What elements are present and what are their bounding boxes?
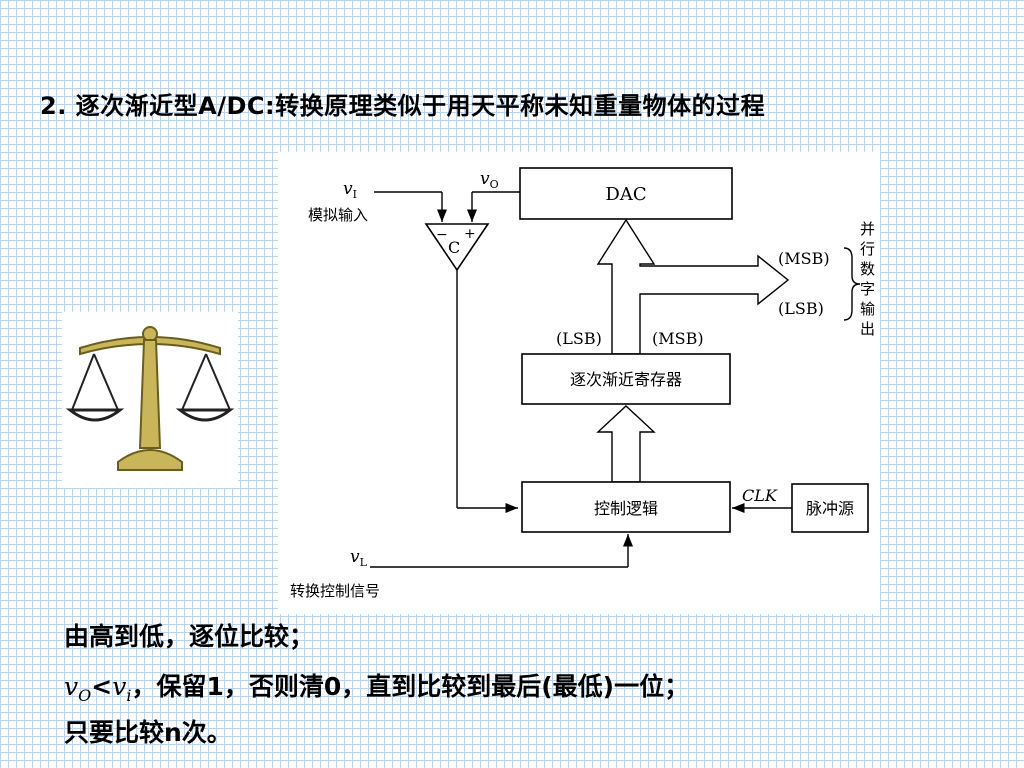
parallel-output-label: 并 行 数 字 输 出 xyxy=(860,220,875,338)
svg-text:出: 出 xyxy=(860,320,875,338)
comparator-plus: + xyxy=(464,226,476,242)
comparator-label: C xyxy=(448,238,460,257)
vl-label: vL xyxy=(350,547,368,569)
svg-text:并: 并 xyxy=(860,220,875,238)
msb-register-label: (MSB) xyxy=(652,329,704,348)
output-brace xyxy=(843,247,861,321)
svg-text:数: 数 xyxy=(860,260,875,278)
bus-arrow xyxy=(596,218,790,355)
note-line-2-rest: ，保留1，否则清0，直到比较到最后(最低)一位； xyxy=(131,672,690,701)
sar-register-label: 逐次渐近寄存器 xyxy=(570,370,682,389)
vi-caption: 模拟输入 xyxy=(308,206,368,224)
dac-label: DAC xyxy=(605,184,646,205)
vi-label: vI xyxy=(343,179,357,201)
less-than: < xyxy=(91,672,113,701)
note-line-3: 只要比较n次。 xyxy=(64,718,232,747)
note-line-1: 由高到低，逐位比较； xyxy=(64,622,315,651)
lsb-out-label: (LSB) xyxy=(778,299,824,318)
balance-scale-icon xyxy=(62,312,238,488)
vi-symbol: vi xyxy=(112,672,132,705)
lsb-register-label: (LSB) xyxy=(556,329,602,348)
sar-register-block xyxy=(521,353,731,405)
clk-label: CLK xyxy=(742,486,778,505)
slide-heading: 2. 逐次渐近型A/DC:转换原理类似于用天平称未知重量物体的过程 xyxy=(40,92,766,120)
pulse-source-block xyxy=(791,483,869,533)
msb-out-label: (MSB) xyxy=(778,249,830,268)
svg-text:输: 输 xyxy=(860,300,875,318)
dac-block xyxy=(519,167,733,220)
vo-label: vO xyxy=(480,169,499,191)
comparator xyxy=(424,223,490,272)
svg-text:行: 行 xyxy=(860,240,875,258)
svg-text:字: 字 xyxy=(860,280,875,298)
control-logic-label: 控制逻辑 xyxy=(594,499,658,518)
control-logic-block xyxy=(521,481,731,533)
comparator-minus: − xyxy=(436,227,448,243)
note-line-2: vO<vi，保留1，否则清0，直到比较到最后(最低)一位； xyxy=(64,667,689,705)
sar-adc-block-diagram: vI 模拟输入 vO − + C DAC (MSB) (LSB) 并 行 数 字… xyxy=(278,152,880,614)
vo-symbol: vO xyxy=(64,672,92,705)
pulse-source-label: 脉冲源 xyxy=(806,499,854,518)
control-to-register-arrow xyxy=(596,405,656,483)
vl-caption: 转换控制信号 xyxy=(290,582,380,600)
